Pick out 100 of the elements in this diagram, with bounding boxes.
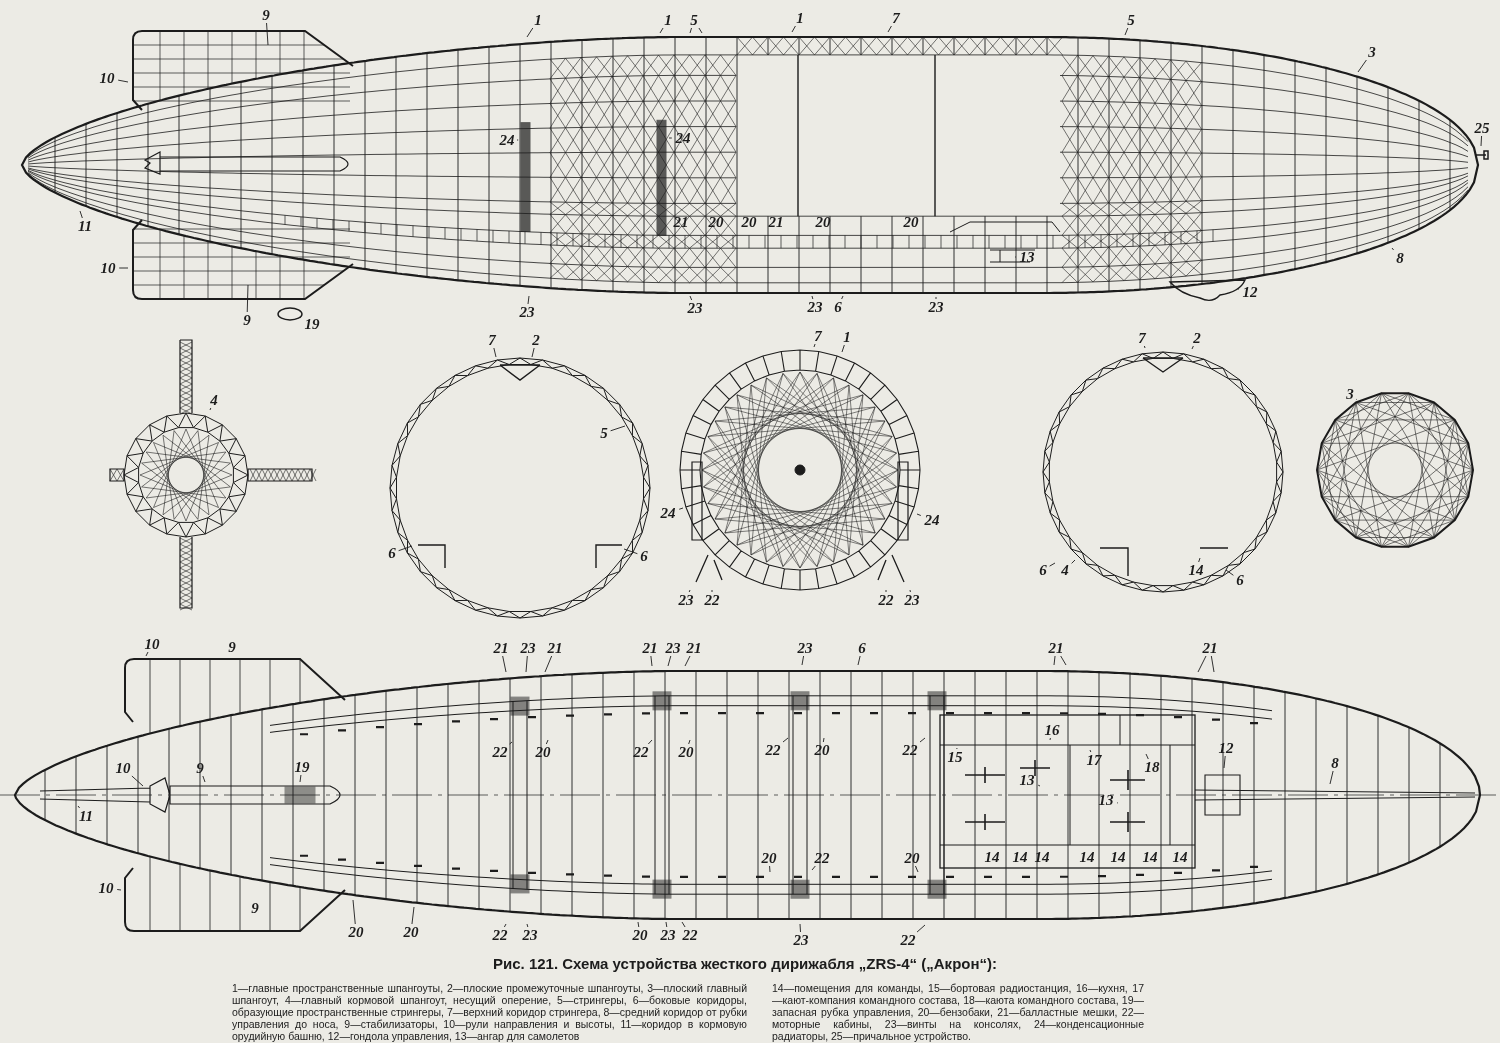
leader-line: [526, 923, 529, 928]
leader-line: [887, 25, 892, 33]
leader-line: [398, 545, 413, 552]
callout-number: 20: [903, 214, 919, 230]
leader-line: [919, 737, 926, 743]
callout-number: 23: [660, 927, 676, 943]
leader-line: [77, 805, 81, 809]
callout-number: 9: [262, 7, 270, 23]
callout-number: 23: [520, 640, 536, 656]
callout-number: 22: [492, 744, 508, 760]
leader-line: [688, 739, 691, 745]
callout-number: 22: [682, 927, 698, 943]
leader-line: [118, 267, 129, 269]
callout-number: 13: [1019, 772, 1035, 788]
leader-line: [1197, 655, 1207, 673]
callout-number: 6: [388, 545, 396, 561]
callout-number: 11: [78, 808, 94, 824]
callout-number: 3: [1368, 44, 1376, 60]
leader-line: [698, 27, 703, 34]
leader-line: [503, 923, 507, 928]
leader-line: [509, 741, 513, 745]
callout-number: 14: [1188, 562, 1204, 578]
leader-line: [1037, 784, 1041, 787]
legend-text: 1—главные пространственные шпангоуты, 2—плоские промежуточные шпангоуты, 3—плоский главный шпангоут, 4—главный кормовой шпангоут, несущий оперение, 5—стрингеры, 6—боковые коридоры, образующие пространственные стрингеры, 7—верхний коридор стрингера, 8—средний коридор от рубки управления до носа, 9—стабилизаторы, 10—рули направления и высоты, 11—коридор в кормовую орудийную башню, 12—гондола управления, 13—ангар для самолетов: [232, 982, 747, 1042]
callout-number: 6: [834, 299, 842, 315]
callout-number: 5: [600, 425, 608, 441]
callout-number: 6: [858, 640, 866, 656]
leader-line: [688, 589, 691, 593]
callout-number: 20: [632, 927, 648, 943]
callout-number: 20: [535, 744, 551, 760]
callout-number: 12: [1242, 284, 1258, 300]
callout-number: 21: [493, 640, 509, 656]
callout-number: 23: [807, 299, 823, 315]
leader-line: [665, 921, 668, 928]
callout-number: 14: [1079, 849, 1095, 865]
callout-number: 24: [924, 512, 940, 528]
leader-line: [791, 25, 796, 33]
leader-line: [352, 899, 356, 925]
callout-number: 21: [686, 640, 702, 656]
leader-line: [711, 589, 713, 593]
leader-line: [1225, 569, 1234, 576]
callout-number: 20: [741, 214, 757, 230]
leader-line: [813, 343, 816, 348]
callout-number: 15: [947, 749, 963, 765]
callout-number: 9: [243, 312, 251, 328]
callout-number: 20: [708, 214, 724, 230]
leader-line: [610, 425, 626, 432]
leader-line: [681, 921, 686, 928]
leader-line: [1124, 27, 1129, 36]
leader-line: [526, 27, 534, 38]
leader-line: [493, 347, 497, 358]
callout-number: 13: [1019, 249, 1035, 265]
leader-line: [667, 655, 672, 667]
callout-number: 20: [814, 742, 830, 758]
callout-number: 21: [547, 640, 563, 656]
leader-line: [659, 27, 664, 34]
leader-line: [79, 210, 83, 219]
leader-line: [1198, 557, 1201, 563]
callout-number: 21: [673, 214, 689, 230]
leader-line: [1210, 655, 1215, 673]
tail-cross-section-drawing: [109, 339, 317, 611]
callout-number: 10: [99, 70, 115, 86]
callout-number: 6: [1039, 562, 1047, 578]
callout-number: 21: [768, 214, 784, 230]
callout-number: 25: [1474, 120, 1490, 136]
leader-line: [266, 22, 269, 46]
callout-number: 14: [1012, 849, 1028, 865]
callout-number: 14: [984, 849, 1000, 865]
callout-number: 20: [678, 744, 694, 760]
leader-line: [1237, 288, 1240, 290]
callout-number: 22: [814, 850, 830, 866]
main-frame-cross-section-drawing: [679, 349, 921, 591]
callout-number: 23: [678, 592, 694, 608]
leader-line: [822, 737, 825, 743]
leader-line: [935, 296, 937, 300]
leader-line: [1143, 345, 1146, 349]
callout-number: 22: [765, 742, 781, 758]
leader-line: [544, 655, 553, 673]
callout-number: 23: [928, 299, 944, 315]
callout-number: 9: [196, 760, 204, 776]
callout-number: 1: [664, 12, 672, 28]
callout-number: 7: [814, 328, 822, 344]
callout-number: 1: [534, 12, 542, 28]
leader-line: [131, 775, 144, 787]
callout-number: 10: [98, 880, 114, 896]
leader-line: [209, 407, 212, 411]
callout-number: 8: [1331, 755, 1339, 771]
callout-number: 11: [77, 218, 93, 234]
callout-number: 24: [675, 130, 691, 146]
callout-number: 17: [1086, 752, 1102, 768]
leader-line: [689, 295, 693, 301]
callout-number: 6: [1236, 572, 1244, 588]
leader-line: [1223, 755, 1226, 769]
callout-number: 5: [1127, 12, 1135, 28]
leader-line: [1049, 737, 1051, 741]
callout-number: 22: [704, 592, 720, 608]
leader-line: [1145, 753, 1149, 760]
leader-line: [1191, 345, 1194, 350]
callout-number: 20: [815, 214, 831, 230]
leader-line: [246, 284, 249, 313]
